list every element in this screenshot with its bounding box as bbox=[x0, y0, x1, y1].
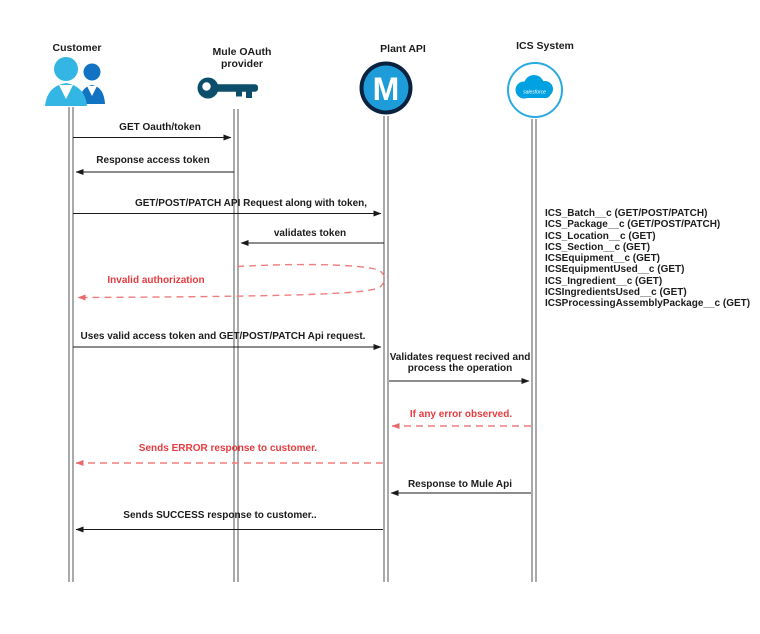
ics-object-item: ICSEquipment__c (GET) bbox=[545, 253, 661, 265]
actor-label-ics-system: ICS System bbox=[516, 40, 574, 52]
message-label-valid-token-api-request: Uses valid access token and GET/POST/PAT… bbox=[80, 331, 366, 342]
ics-object-item: ICS_Batch__c (GET/POST/PATCH) bbox=[545, 208, 708, 219]
ics-object-item: ICSProcessingAssemblyPackage__c (GET) bbox=[545, 298, 751, 310]
lifeline-mule-oauth bbox=[233, 109, 239, 582]
message-label-response-to-mule-api: Response to Mule Api bbox=[407, 479, 513, 490]
key-icon bbox=[197, 77, 258, 99]
ics-object-list: ICS_Batch__c (GET/POST/PATCH) ICS_Packag… bbox=[545, 208, 750, 310]
lifeline-plant-api bbox=[383, 116, 389, 582]
ics-object-item: ICSEquipmentUsed__c (GET) bbox=[545, 264, 685, 276]
ics-object-item: ICS_Package__c (GET/POST/PATCH) bbox=[545, 219, 721, 231]
actor-label-customer: Customer bbox=[52, 42, 102, 54]
ics-object-item: ICS_Location__c (GET) bbox=[545, 230, 656, 242]
message-label-validates-request-line2: process the operation bbox=[407, 363, 513, 374]
salesforce-logo-text: salesforce bbox=[523, 90, 546, 96]
actor-label-plant-api: Plant API bbox=[380, 43, 426, 55]
people-icon bbox=[45, 57, 105, 106]
actor-label-mule-oauth-line2: provider bbox=[220, 58, 264, 70]
actor-label-mule-oauth: Mule OAuth provider bbox=[213, 46, 272, 70]
message-label-invalid-authorization: Invalid authorization bbox=[107, 275, 205, 286]
mule-logo-letter: M bbox=[373, 71, 400, 107]
message-label-sends-error-response: Sends ERROR response to customer. bbox=[138, 443, 318, 454]
message-label-response-access-token: Response access token bbox=[96, 155, 210, 166]
lifeline-customer bbox=[68, 107, 74, 582]
actor-label-mule-oauth-line1: Mule OAuth bbox=[212, 46, 272, 58]
message-label-validates-token: validates token bbox=[273, 228, 347, 239]
message-label-api-request-with-token: GET/POST/PATCH API Request along with to… bbox=[134, 198, 368, 209]
lifeline-ics-system bbox=[531, 119, 537, 582]
message-label-validates-request-line1: Validates request recived and bbox=[389, 352, 531, 363]
message-label-if-any-error: If any error observed. bbox=[409, 409, 513, 420]
mulesoft-logo-icon: M bbox=[359, 61, 413, 115]
ics-object-item: ICS_Ingredient__c (GET) bbox=[545, 275, 663, 287]
message-label-get-oauth-token: GET Oauth/token bbox=[119, 122, 201, 133]
message-label-validates-request: Validates request recived and process th… bbox=[390, 352, 531, 374]
salesforce-logo-icon: salesforce bbox=[507, 62, 563, 118]
ics-object-item: ICS_Section__c (GET) bbox=[545, 241, 651, 253]
ics-object-item: ICSIngredientsUsed__c (GET) bbox=[545, 287, 687, 299]
arrow-invalid-authorization bbox=[77, 263, 386, 301]
message-label-sends-success-response: Sends SUCCESS response to customer.. bbox=[123, 510, 317, 521]
